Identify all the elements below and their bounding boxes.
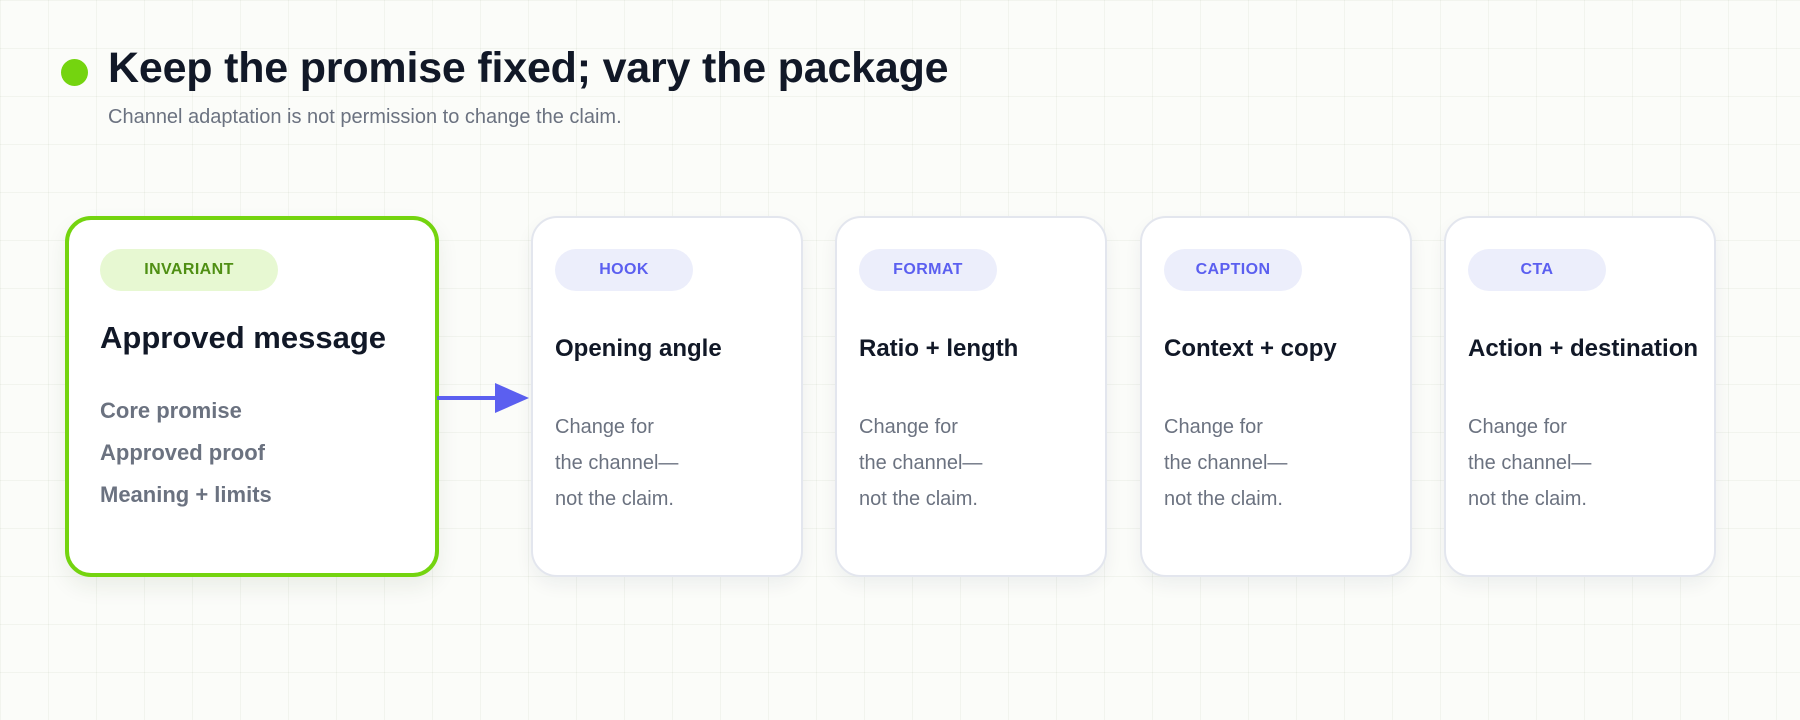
variant-card-body: Change for the channel— not the claim. [859, 409, 982, 517]
variant-tag: HOOK [555, 249, 693, 291]
body-line: not the claim. [1164, 488, 1283, 510]
variant-tag: CTA [1468, 249, 1606, 291]
body-line: Change for [1164, 416, 1263, 438]
variant-card-title: Context + copy [1164, 335, 1337, 362]
variant-card-caption: CAPTION Context + copy Change for the ch… [1140, 216, 1412, 577]
body-line: Change for [859, 416, 958, 438]
variant-tag: CAPTION [1164, 249, 1302, 291]
variant-card-cta: CTA Action + destination Change for the … [1444, 216, 1716, 577]
variant-card-body: Change for the channel— not the claim. [1164, 409, 1287, 517]
body-line: the channel— [859, 452, 983, 474]
body-line: Change for [555, 416, 654, 438]
variant-card-title: Ratio + length [859, 335, 1019, 362]
page-subtitle: Channel adaptation is not permission to … [108, 106, 622, 128]
invariant-card-title: Approved message [100, 320, 386, 355]
variant-card-body: Change for the channel— not the claim. [555, 409, 678, 517]
variant-card-title: Opening angle [555, 335, 722, 362]
body-line: the channel— [1468, 452, 1592, 474]
variant-card-hook: HOOK Opening angle Change for the channe… [531, 216, 803, 577]
invariant-item: Meaning + limits [100, 482, 272, 507]
connector-arrow-icon [437, 383, 529, 413]
body-line: not the claim. [555, 488, 674, 510]
body-line: the channel— [555, 452, 679, 474]
invariant-tag: INVARIANT [100, 249, 278, 291]
body-line: the channel— [1164, 452, 1288, 474]
variant-tag: FORMAT [859, 249, 997, 291]
page-title: Keep the promise fixed; vary the package [108, 44, 949, 92]
invariant-item-list: Core promise Approved proof Meaning + li… [100, 390, 272, 516]
invariant-item: Approved proof [100, 440, 265, 465]
variant-card-format: FORMAT Ratio + length Change for the cha… [835, 216, 1107, 577]
invariant-item: Core promise [100, 398, 242, 423]
invariant-card: INVARIANT Approved message Core promise … [65, 216, 439, 577]
body-line: Change for [1468, 416, 1567, 438]
variant-card-body: Change for the channel— not the claim. [1468, 409, 1591, 517]
title-bullet-dot [61, 59, 88, 86]
variant-card-title: Action + destination [1468, 335, 1699, 362]
body-line: not the claim. [859, 488, 978, 510]
body-line: not the claim. [1468, 488, 1587, 510]
